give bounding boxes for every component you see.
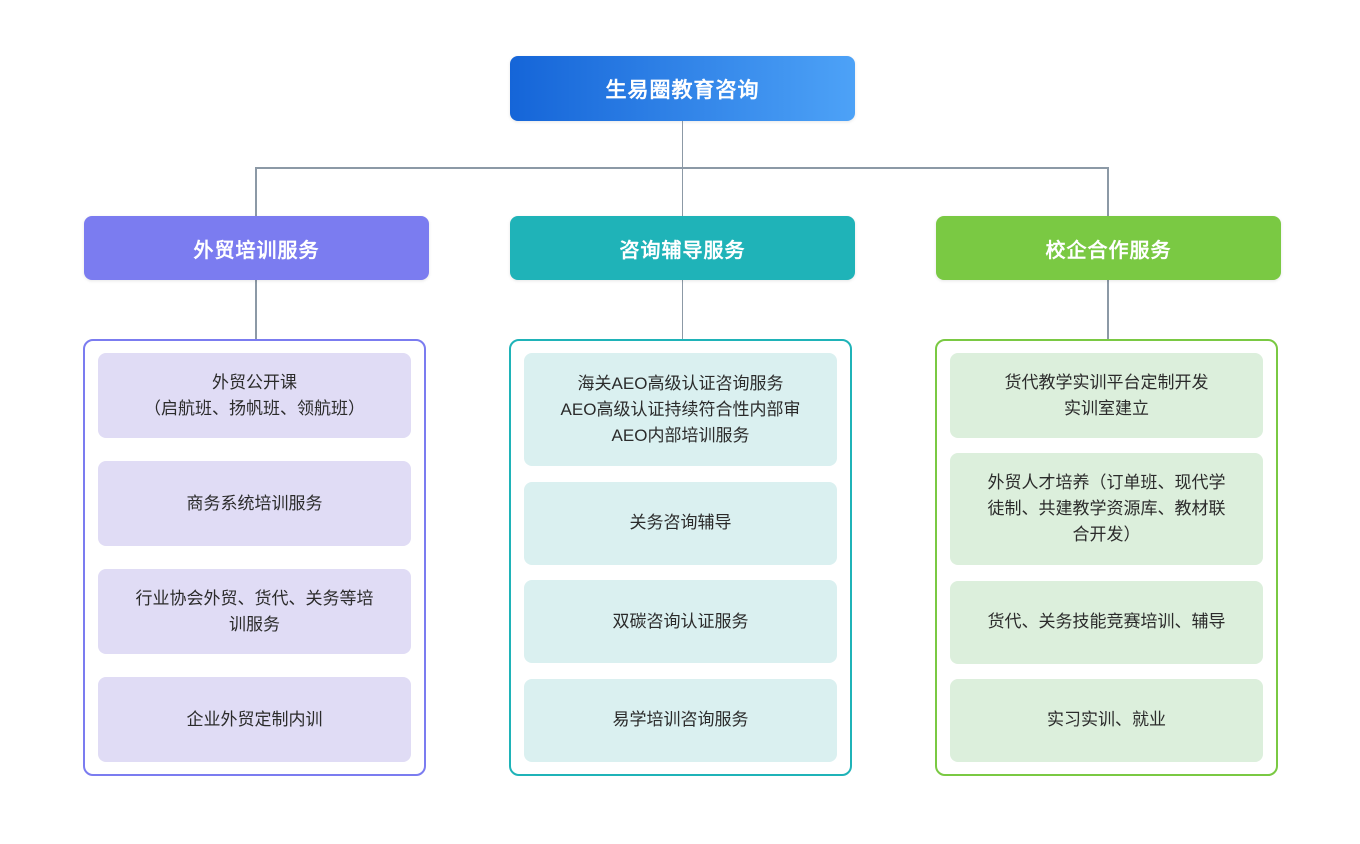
branch-body-2: 海关AEO高级认证咨询服务 AEO高级认证持续符合性内部审 AEO内部培训服务关务咨… — [509, 339, 852, 776]
service-card-text: 易学培训咨询服务 — [613, 707, 749, 733]
service-card-line: 实习实训、就业 — [1047, 710, 1166, 730]
service-card[interactable]: 关务咨询辅导 — [524, 481, 837, 565]
service-card-line: 企业外贸定制内训 — [186, 709, 323, 729]
branch-header-3-label: 校企合作服务 — [1045, 239, 1172, 262]
service-card-line: 外贸公开课 — [212, 372, 297, 392]
branch-consulting-tutoring: 咨询辅导服务 海关AEO高级认证咨询服务 AEO高级认证持续符合性内部审 AEO内部… — [509, 216, 855, 776]
service-card-line: 货代、关务技能竞赛培训、辅导 — [987, 612, 1226, 632]
service-card-line: （启航班、扬帆班、领航班） — [144, 398, 365, 418]
service-card-line: 外贸人才培养（订单班、现代学 — [987, 473, 1226, 493]
service-card-line: 双碳咨询认证服务 — [612, 611, 749, 631]
connector-branch-2-to-body — [681, 280, 683, 339]
service-card[interactable]: 外贸人才培养（订单班、现代学徒制、共建教学资源库、教材联合开发） — [950, 453, 1263, 566]
service-card[interactable]: 双碳咨询认证服务 — [524, 580, 837, 664]
branch-school-enterprise-cooperation: 校企合作服务 货代教学实训平台定制开发实训室建立外贸人才培养（订单班、现代学徒制… — [935, 216, 1281, 776]
connector-branch-1-to-body — [255, 280, 257, 339]
branch-body-1: 外贸公开课 （启航班、扬帆班、领航班） 商务系统培训服务行业协会外贸、货代、关务等培… — [83, 339, 426, 776]
service-card[interactable]: 外贸公开课 （启航班、扬帆班、领航班） — [98, 353, 411, 438]
branch-header-2-label: 咨询辅导服务 — [619, 239, 746, 262]
service-card-text: 行业协会外贸、货代、关务等培训服务 — [136, 586, 374, 638]
service-card-text: 货代、关务技能竞赛培训、辅导 — [988, 609, 1226, 635]
root-node[interactable]: 生易圈教育咨询 — [510, 56, 855, 121]
service-card-line: 行业协会外贸、货代、关务等培 — [135, 588, 374, 608]
connector-root-stem — [681, 121, 683, 168]
service-card-line: 训服务 — [229, 614, 280, 634]
connector-drop-branch-1 — [255, 167, 257, 216]
service-card-text: 企业外贸定制内训 — [187, 707, 323, 733]
connector-drop-branch-3 — [1107, 167, 1109, 216]
service-card-text: 外贸公开课 （启航班、扬帆班、领航班） — [144, 370, 365, 422]
service-card[interactable]: 货代、关务技能竞赛培训、辅导 — [950, 580, 1263, 664]
branch-body-3: 货代教学实训平台定制开发实训室建立外贸人才培养（订单班、现代学徒制、共建教学资源… — [935, 339, 1278, 776]
service-card[interactable]: 海关AEO高级认证咨询服务 AEO高级认证持续符合性内部审 AEO内部培训服务 — [524, 353, 837, 466]
service-card[interactable]: 易学培训咨询服务 — [524, 678, 837, 762]
service-card-text: 外贸人才培养（订单班、现代学徒制、共建教学资源库、教材联合开发） — [988, 470, 1226, 548]
service-card[interactable]: 企业外贸定制内训 — [98, 677, 411, 762]
branch-header-1[interactable]: 外贸培训服务 — [84, 216, 429, 280]
service-card-line: 货代教学实训平台定制开发 — [1004, 372, 1209, 392]
service-card-line: 海关AEO高级认证咨询服务 — [577, 373, 784, 393]
connector-branch-3-to-body — [1107, 280, 1109, 339]
service-card-line: AEO内部培训服务 — [611, 425, 750, 445]
service-card[interactable]: 商务系统培训服务 — [98, 461, 411, 546]
service-card-line: 徒制、共建教学资源库、教材联 — [987, 499, 1226, 519]
service-card[interactable]: 实习实训、就业 — [950, 678, 1263, 762]
service-card[interactable]: 货代教学实训平台定制开发实训室建立 — [950, 353, 1263, 438]
service-card-line: 易学培训咨询服务 — [612, 710, 749, 730]
service-card[interactable]: 行业协会外贸、货代、关务等培训服务 — [98, 569, 411, 654]
service-card-line: 商务系统培训服务 — [186, 493, 323, 513]
service-card-text: 货代教学实训平台定制开发实训室建立 — [1005, 370, 1209, 422]
service-card-line: 关务咨询辅导 — [629, 513, 732, 533]
connector-drop-branch-2 — [681, 167, 683, 216]
branch-header-3[interactable]: 校企合作服务 — [936, 216, 1281, 280]
service-card-text: 双碳咨询认证服务 — [613, 609, 749, 635]
branch-header-2[interactable]: 咨询辅导服务 — [510, 216, 855, 280]
service-card-line: 合开发） — [1072, 525, 1141, 545]
service-card-line: 实训室建立 — [1064, 398, 1149, 418]
service-card-line: AEO高级认证持续符合性内部审 — [560, 399, 801, 419]
service-card-text: 海关AEO高级认证咨询服务 AEO高级认证持续符合性内部审 AEO内部培训服务 — [561, 371, 801, 449]
root-node-label: 生易圈教育咨询 — [605, 78, 760, 102]
service-card-text: 实习实训、就业 — [1047, 707, 1166, 733]
branch-header-1-label: 外贸培训服务 — [193, 239, 320, 262]
service-card-text: 商务系统培训服务 — [187, 491, 323, 517]
service-card-text: 关务咨询辅导 — [630, 510, 732, 536]
branch-foreign-trade-training: 外贸培训服务 外贸公开课 （启航班、扬帆班、领航班） 商务系统培训服务行业协会外贸、… — [83, 216, 429, 776]
